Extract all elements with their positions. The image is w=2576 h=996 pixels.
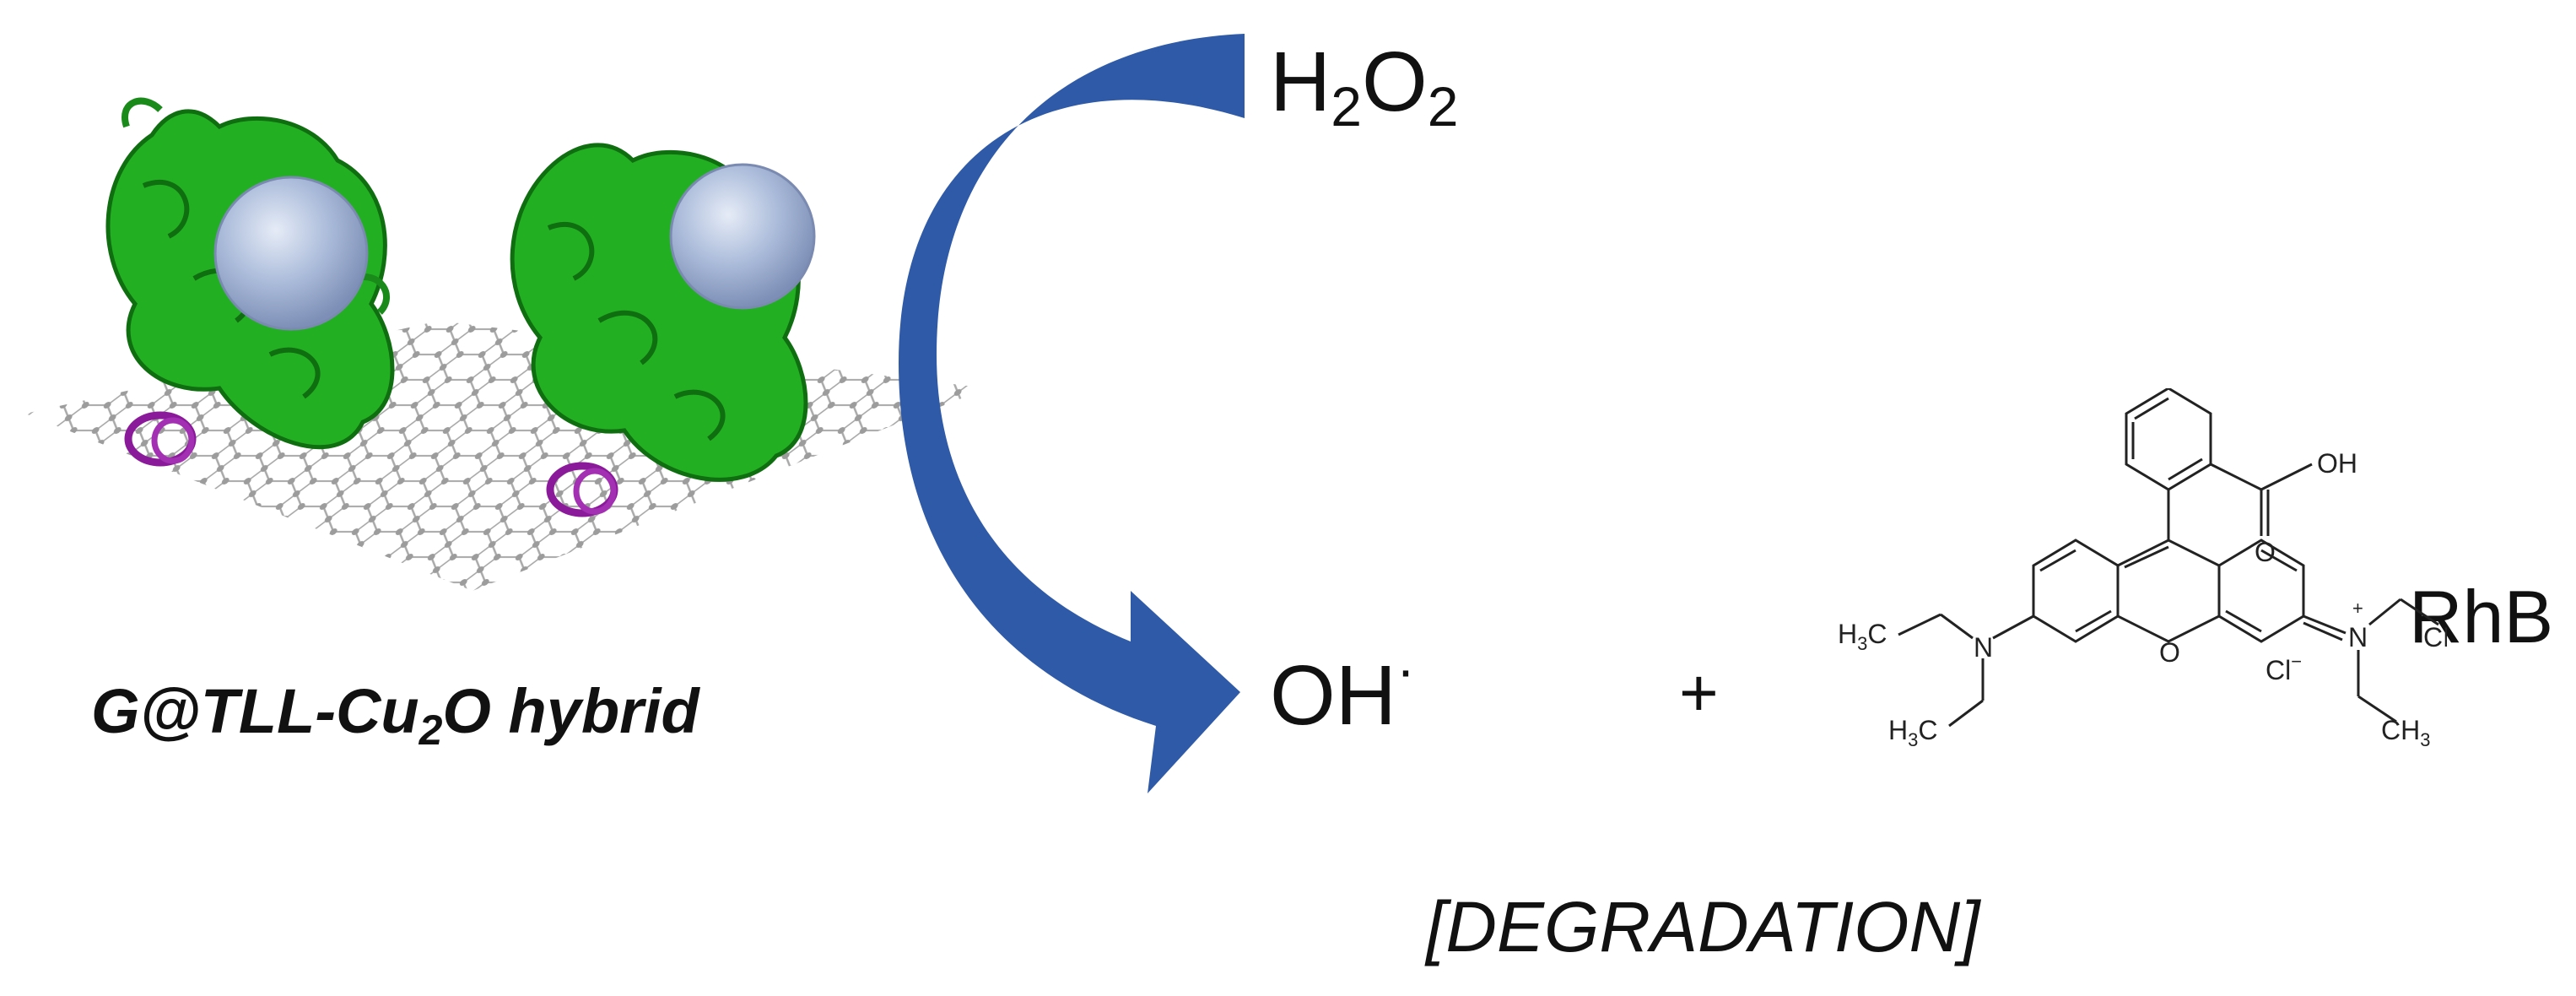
h2o2-o: O: [1361, 35, 1428, 129]
helix-right: [546, 462, 618, 517]
helix-left: [124, 411, 197, 467]
cu2o-sphere-left: [213, 176, 369, 331]
oh-radical-label: OH·: [1270, 637, 1415, 744]
rhb-label: RhB: [2409, 575, 2554, 658]
hybrid-label: G@TLL-Cu2O hybrid: [91, 675, 699, 755]
oh-dot: ·: [1396, 638, 1415, 701]
atom-n-left: N: [1974, 632, 1993, 663]
h2o2-sub1: 2: [1331, 75, 1362, 138]
curved-arrow-body: [899, 34, 1245, 793]
h2o2-label: H2O2: [1270, 34, 1458, 138]
plus-sign: +: [1679, 655, 1719, 730]
benzene-ring-top: [2125, 388, 2212, 491]
h2o2-h: H: [1270, 35, 1331, 129]
rhodamine-b-structure: OH O O N N + Cl− H3C H3C CH3 CH3: [1838, 388, 2447, 750]
structure-atom-labels: OH O O N N + Cl− H3C H3C CH3 CH3: [1838, 448, 2447, 750]
atom-n-plus: +: [2352, 598, 2363, 619]
hybrid-illustration: [25, 97, 987, 591]
atom-h3c-top: H3C: [1838, 619, 1887, 654]
atom-h3c-bottom: H3C: [1888, 715, 1937, 750]
xanthene-ring-center: [2116, 539, 2221, 643]
degradation-label: [DEGRADATION]: [1426, 887, 1980, 966]
h2o2-sub2: 2: [1427, 75, 1459, 138]
atom-ch3-right-bottom: CH3: [2381, 715, 2430, 750]
atom-n-right: N: [2348, 622, 2368, 652]
hybrid-label-pre: G@TLL-Cu: [91, 676, 419, 746]
atom-o-carbonyl: O: [2255, 537, 2276, 567]
oh-text: OH: [1270, 648, 1396, 743]
atom-ch3-right-top: CH3: [2423, 622, 2447, 658]
hybrid-label-sub: 2: [419, 706, 443, 754]
hybrid-label-post: O hybrid: [442, 676, 699, 746]
cu2o-sphere-right: [669, 163, 816, 310]
atom-cl: Cl−: [2265, 651, 2302, 685]
atom-o-ring: O: [2159, 637, 2180, 668]
xanthene-ring-left: [2032, 539, 2120, 643]
atom-oh: OH: [2317, 448, 2357, 479]
